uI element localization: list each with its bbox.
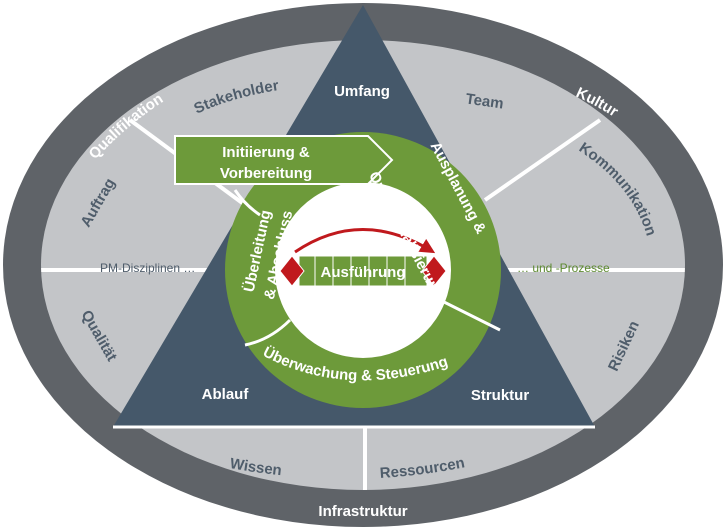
left-diamond-icon [279,255,305,287]
label-ausfuehrung: Ausführung [321,264,406,281]
label-infrastruktur: Infrastruktur [318,503,407,520]
initiierung-arrow [174,135,394,185]
right-diamond-icon [421,255,447,287]
execution-arrow-icon [294,228,436,254]
label-umfang: Umfang [334,83,390,100]
label-team: Team [465,90,505,112]
label-ablauf: Ablauf [202,386,250,403]
label-initiierung-line1: Initiierung & [222,144,310,161]
label-und-prozesse: … und -Prozesse [517,261,610,275]
label-initiierung-line2: Vorbereitung [220,165,312,182]
phase-ring-separators [233,189,501,347]
label-struktur: Struktur [471,387,530,404]
label-pm-disziplinen: PM-Disziplinen … [100,261,195,275]
